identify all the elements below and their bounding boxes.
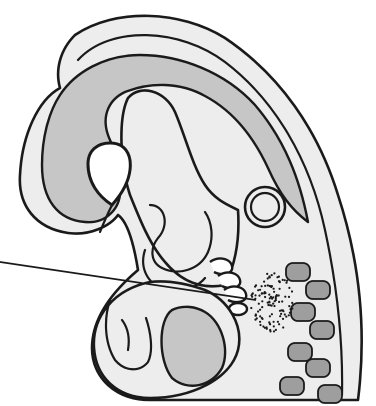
stipple-dot bbox=[284, 279, 286, 281]
stipple-dot bbox=[254, 294, 256, 296]
stipple-dot bbox=[255, 313, 257, 315]
somite bbox=[280, 377, 304, 395]
stipple-dot bbox=[271, 298, 273, 300]
stipple-dot bbox=[273, 288, 275, 290]
somite bbox=[310, 321, 334, 339]
stipple-dot bbox=[278, 323, 280, 325]
stipple-dot bbox=[277, 321, 279, 323]
stipple-dot bbox=[255, 284, 257, 286]
stipple-dot bbox=[254, 319, 256, 321]
somite bbox=[318, 385, 342, 403]
stipple-dot bbox=[282, 318, 284, 320]
stipple-dot bbox=[263, 281, 265, 283]
stipple-dot bbox=[278, 294, 280, 296]
stipple-dot bbox=[288, 287, 290, 289]
stipple-dot bbox=[292, 304, 294, 306]
stipple-dot bbox=[273, 321, 275, 323]
stipple-dot bbox=[275, 329, 277, 331]
stipple-dot bbox=[268, 294, 270, 296]
stipple-dot bbox=[250, 294, 252, 296]
stipple-dot bbox=[288, 314, 290, 316]
stipple-dot bbox=[279, 288, 281, 290]
stipple-dot bbox=[269, 304, 271, 306]
stipple-dot bbox=[262, 325, 264, 327]
stipple-dot bbox=[257, 289, 259, 291]
stipple-dot bbox=[286, 280, 288, 282]
stipple-dot bbox=[250, 307, 252, 309]
stipple-dot bbox=[280, 309, 282, 311]
stipple-dot bbox=[273, 330, 275, 332]
stipple-dot bbox=[275, 299, 277, 301]
stipple-dot bbox=[281, 300, 283, 302]
stipple-dot bbox=[284, 313, 286, 315]
stipple-dot bbox=[288, 296, 290, 298]
stipple-dot bbox=[271, 313, 273, 315]
stipple-dot bbox=[284, 296, 286, 298]
stipple-dot bbox=[278, 301, 280, 303]
stipple-dot bbox=[285, 282, 287, 284]
stipple-dot bbox=[282, 279, 284, 281]
stipple-dot bbox=[288, 305, 290, 307]
stipple-dot bbox=[264, 285, 266, 287]
stipple-dot bbox=[270, 286, 272, 288]
stipple-dot bbox=[273, 305, 275, 307]
stipple-dot bbox=[276, 276, 278, 278]
stipple-dot bbox=[269, 315, 271, 317]
stipple-dot bbox=[291, 308, 293, 310]
stipple-dot bbox=[285, 316, 287, 318]
stipple-dot bbox=[272, 303, 274, 305]
stipple-dot bbox=[264, 296, 266, 298]
stipple-dot bbox=[268, 276, 270, 278]
somite bbox=[291, 303, 315, 321]
stipple-dot bbox=[280, 313, 282, 315]
somite bbox=[286, 263, 310, 281]
stipple-dot bbox=[269, 330, 271, 332]
stipple-dot bbox=[261, 285, 263, 287]
stipple-dot bbox=[267, 284, 269, 286]
stipple-dot bbox=[289, 312, 291, 314]
somite bbox=[306, 281, 330, 299]
stipple-dot bbox=[259, 289, 261, 291]
stipple-dot bbox=[273, 325, 275, 327]
stipple-dot bbox=[261, 317, 263, 319]
somite bbox=[288, 343, 312, 361]
stipple-dot bbox=[259, 309, 261, 311]
stipple-dot bbox=[261, 292, 263, 294]
stipple-dot bbox=[269, 323, 271, 325]
stipple-dot bbox=[273, 291, 275, 293]
stipple-dot bbox=[273, 272, 275, 274]
stipple-dot bbox=[259, 315, 261, 317]
stipple-dot bbox=[282, 326, 284, 328]
stipple-dot bbox=[291, 302, 293, 304]
stipple-dot bbox=[276, 294, 278, 296]
stipple-dot bbox=[291, 290, 293, 292]
stipple-dot bbox=[264, 291, 266, 293]
stipple-dot bbox=[266, 273, 268, 275]
stipple-dot bbox=[279, 315, 281, 317]
stipple-dot bbox=[266, 326, 268, 328]
stipple-dot bbox=[257, 310, 259, 312]
stipple-dot bbox=[267, 302, 269, 304]
stipple-dot bbox=[279, 281, 281, 283]
stipple-dot bbox=[259, 321, 261, 323]
stipple-dot bbox=[258, 295, 260, 297]
stipple-dot bbox=[261, 306, 263, 308]
stipple-dot bbox=[259, 324, 261, 326]
stipple-dot bbox=[258, 303, 260, 305]
stipple-dot bbox=[261, 300, 263, 302]
stipple-dot bbox=[271, 274, 273, 276]
somite bbox=[306, 359, 330, 377]
